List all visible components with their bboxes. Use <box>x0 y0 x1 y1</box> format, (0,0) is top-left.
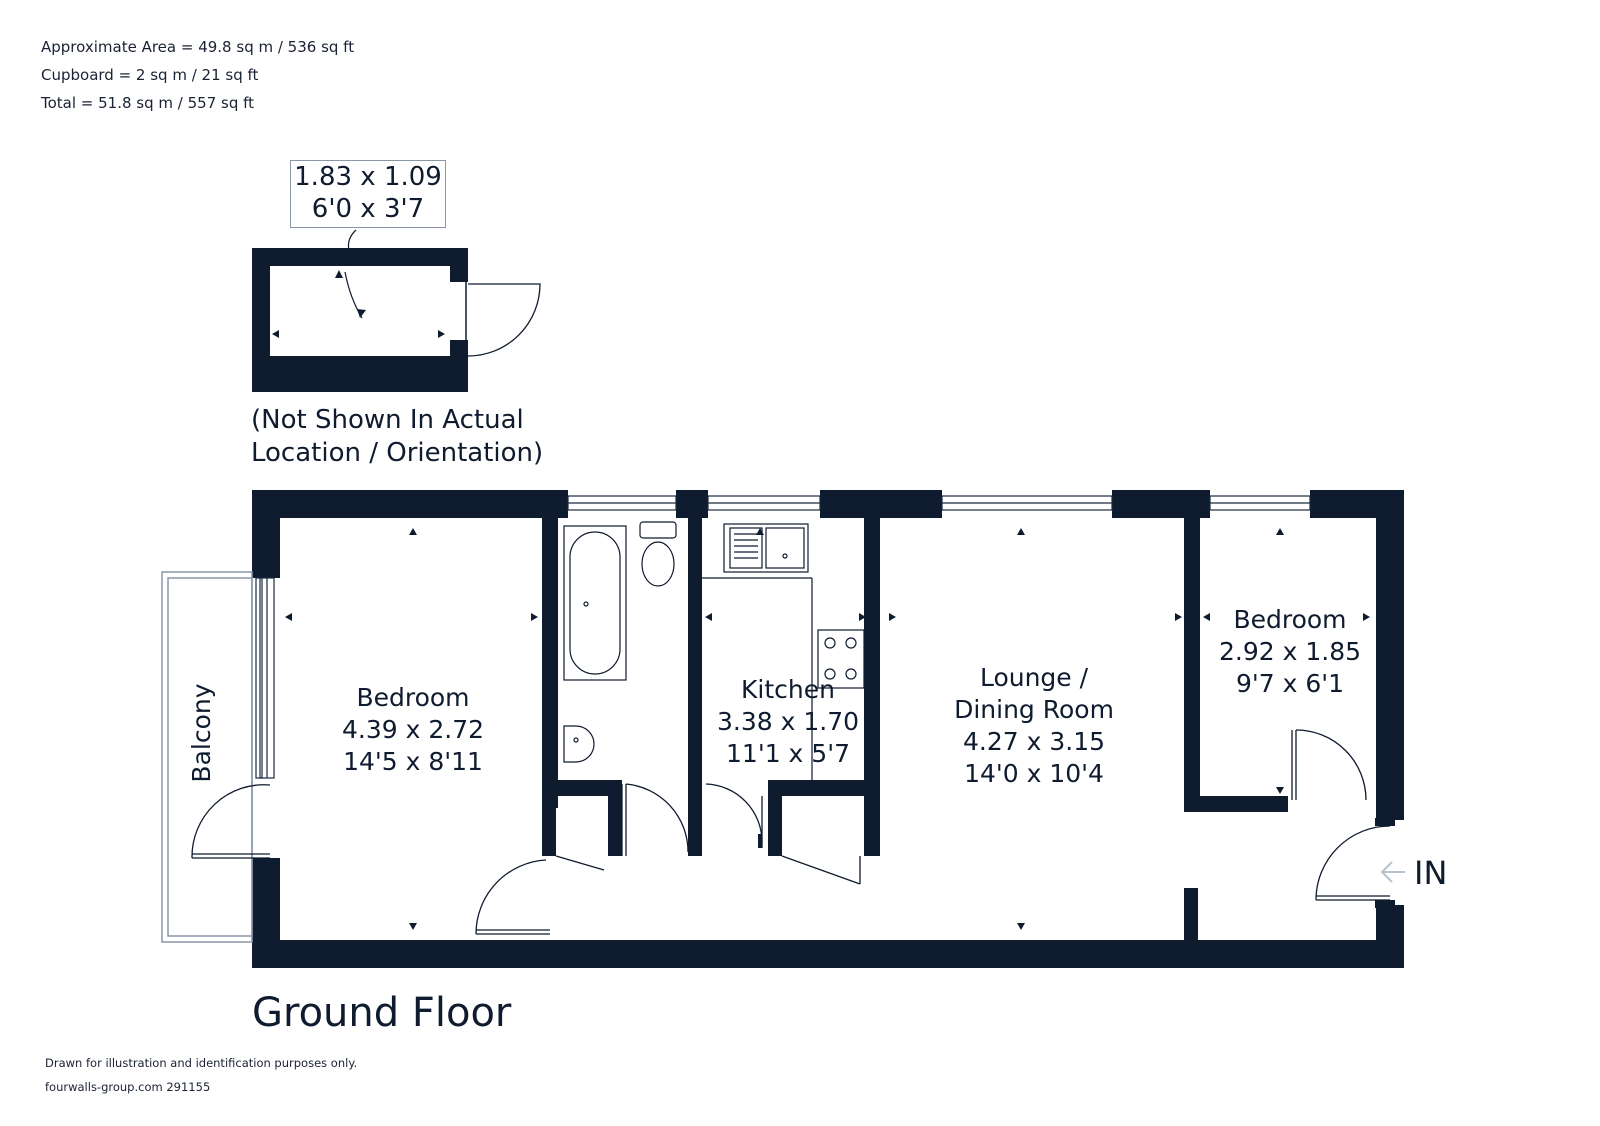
lounge-name-line1: Lounge / <box>980 663 1089 692</box>
exterior-walls <box>252 490 1404 968</box>
cupboard-imperial: 6'0 x 3'7 <box>311 194 425 224</box>
entrance-label: IN <box>1414 854 1447 892</box>
bathtub <box>563 525 627 681</box>
total-area-text: Total = 51.8 sq m / 557 sq ft <box>41 94 255 112</box>
counter-outline <box>702 577 813 780</box>
hallway-door <box>475 859 550 935</box>
cupboard-metric: 1.83 x 1.09 <box>294 162 442 192</box>
balcony-label: Balcony <box>187 683 216 782</box>
bedroom1-label: Bedroom 4.39 x 2.72 14'5 x 8'11 <box>342 683 484 776</box>
cupboard-location-note: (Not Shown In Actual Location / Orientat… <box>251 404 543 470</box>
cupboard-note-line2: Location / Orientation) <box>251 438 544 468</box>
kitchen-name: Kitchen <box>741 675 835 704</box>
approximate-area-text: Approximate Area = 49.8 sq m / 536 sq ft <box>41 38 355 56</box>
store-cupboard-doors <box>555 855 861 885</box>
bedroom2-name: Bedroom <box>1233 605 1346 634</box>
lounge-label: Lounge / Dining Room 4.27 x 3.15 14'0 x … <box>954 663 1114 788</box>
kitchen-label: Kitchen 3.38 x 1.70 11'1 x 5'7 <box>717 675 859 768</box>
balcony <box>161 571 253 943</box>
lounge-metric: 4.27 x 3.15 <box>963 727 1105 756</box>
balcony-door <box>191 784 271 859</box>
disclaimer-text: Drawn for illustration and identificatio… <box>45 1056 358 1070</box>
hob <box>817 629 865 689</box>
bedroom1-imperial: 14'5 x 8'11 <box>343 747 483 776</box>
interior-walls <box>542 518 1288 940</box>
cupboard-note-line1: (Not Shown In Actual <box>251 405 524 435</box>
reference-text: fourwalls-group.com 291155 <box>45 1080 211 1094</box>
bedroom2-metric: 2.92 x 1.85 <box>1219 637 1361 666</box>
toilet <box>639 521 677 587</box>
lounge-imperial: 14'0 x 10'4 <box>964 759 1104 788</box>
kitchen-sink <box>723 523 809 573</box>
entrance-door <box>1315 825 1391 901</box>
bedroom2-imperial: 9'7 x 6'1 <box>1236 669 1344 698</box>
bedroom2-door <box>1291 729 1367 801</box>
kitchen-door <box>705 783 763 848</box>
floor-title: Ground Floor <box>252 990 512 1036</box>
windows <box>255 495 1311 779</box>
basin <box>563 725 595 763</box>
bedroom1-name: Bedroom <box>356 683 469 712</box>
cupboard-plan <box>252 229 541 392</box>
bedroom1-metric: 4.39 x 2.72 <box>342 715 484 744</box>
kitchen-imperial: 11'1 x 5'7 <box>726 739 850 768</box>
dimension-markers <box>285 528 1370 930</box>
entrance-arrow-icon <box>1380 861 1405 883</box>
cupboard-area-text: Cupboard = 2 sq m / 21 sq ft <box>41 66 259 84</box>
bathroom-door <box>621 783 689 856</box>
cupboard-dimensions-box: 1.83 x 1.09 6'0 x 3'7 <box>290 160 446 228</box>
lounge-name-line2: Dining Room <box>954 695 1114 724</box>
bedroom2-label: Bedroom 2.92 x 1.85 9'7 x 6'1 <box>1219 605 1361 698</box>
kitchen-metric: 3.38 x 1.70 <box>717 707 859 736</box>
